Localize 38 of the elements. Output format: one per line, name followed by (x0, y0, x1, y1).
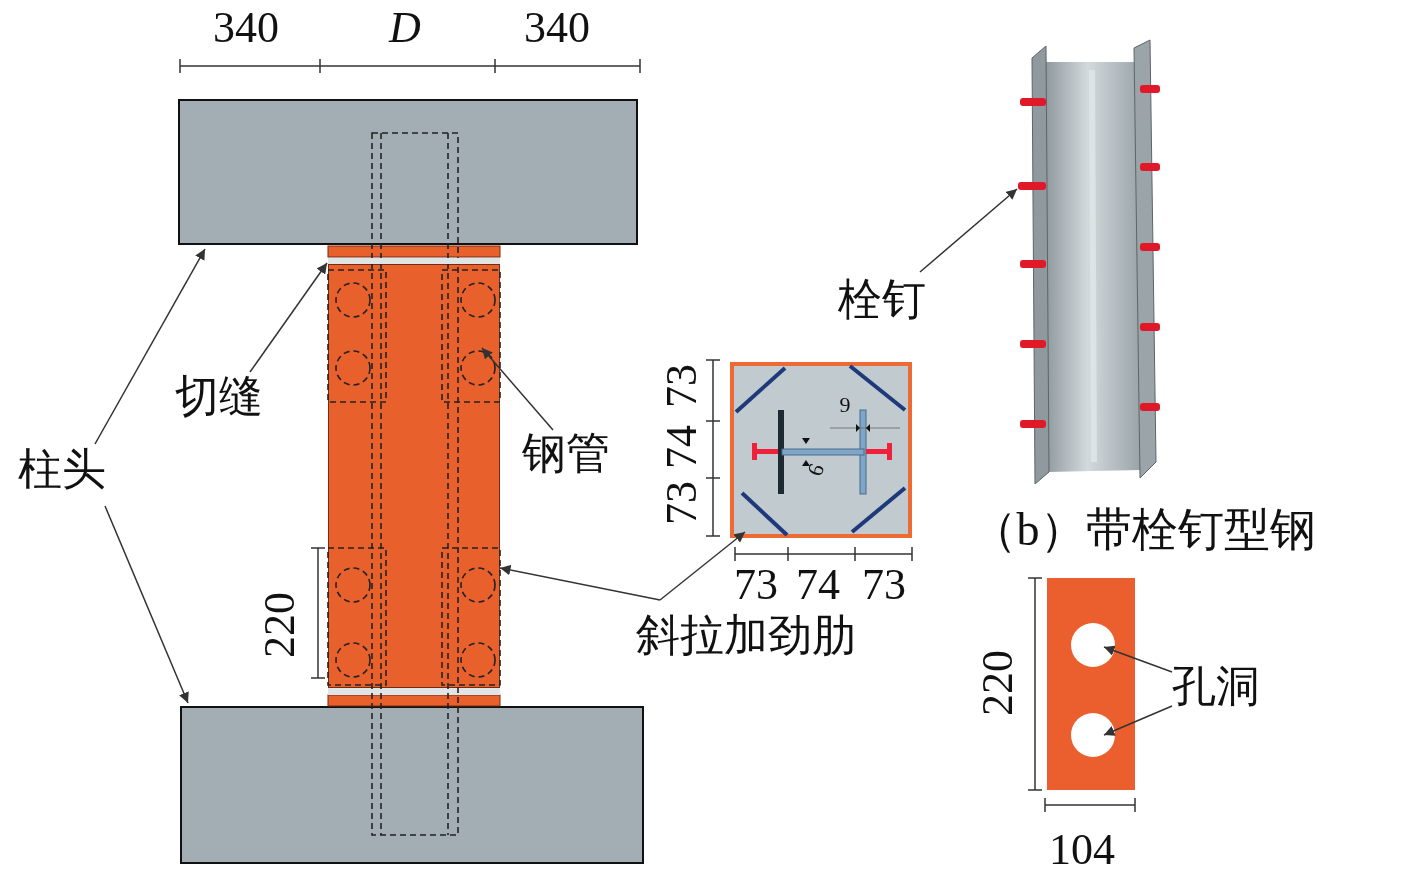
leader-line (659, 531, 746, 601)
leader-line (499, 564, 661, 601)
dimension-label: 220 (258, 592, 302, 658)
hole (1071, 713, 1115, 757)
callout-label: 斜拉加劲肋 (636, 614, 856, 658)
dimension-label: 6 (803, 461, 829, 479)
dimension-label: 9 (839, 394, 851, 416)
dimension-label: 73 (734, 563, 778, 607)
leader-line (94, 248, 206, 445)
leader-line (249, 262, 328, 373)
callout-label: 柱头 (18, 448, 106, 492)
column-head-block (180, 706, 644, 864)
callout-label: 栓钉 (838, 278, 926, 322)
dimension-label: 220 (976, 650, 1020, 716)
callout-label: 孔洞 (1172, 665, 1260, 709)
dimension-label: D (389, 6, 421, 50)
leader-line (104, 505, 189, 704)
callout-label: 切缝 (175, 375, 263, 419)
shear-stud (1018, 180, 1046, 192)
dimension-label: 73 (660, 481, 704, 525)
dimension-label: 73 (660, 364, 704, 408)
diagonal-stiffener (740, 491, 789, 537)
dimension-label: 340 (213, 6, 279, 50)
dimension-label: 74 (796, 563, 840, 607)
column-head-block (178, 99, 638, 245)
leader-line (919, 188, 1018, 273)
panel-caption: （b）带栓钉型钢 (970, 507, 1316, 553)
callout-label: 钢管 (522, 432, 610, 476)
dimension-label: 104 (1049, 828, 1115, 872)
dimension-label: 340 (524, 6, 590, 50)
cut-slit (328, 258, 500, 264)
dimension-label: 73 (862, 563, 906, 607)
hole (1071, 623, 1115, 667)
leader-line (1103, 705, 1173, 736)
dimension-label: 74 (660, 425, 704, 469)
leader-line (481, 347, 554, 431)
leader-line (1103, 645, 1173, 673)
perforated-plate (1047, 578, 1135, 790)
